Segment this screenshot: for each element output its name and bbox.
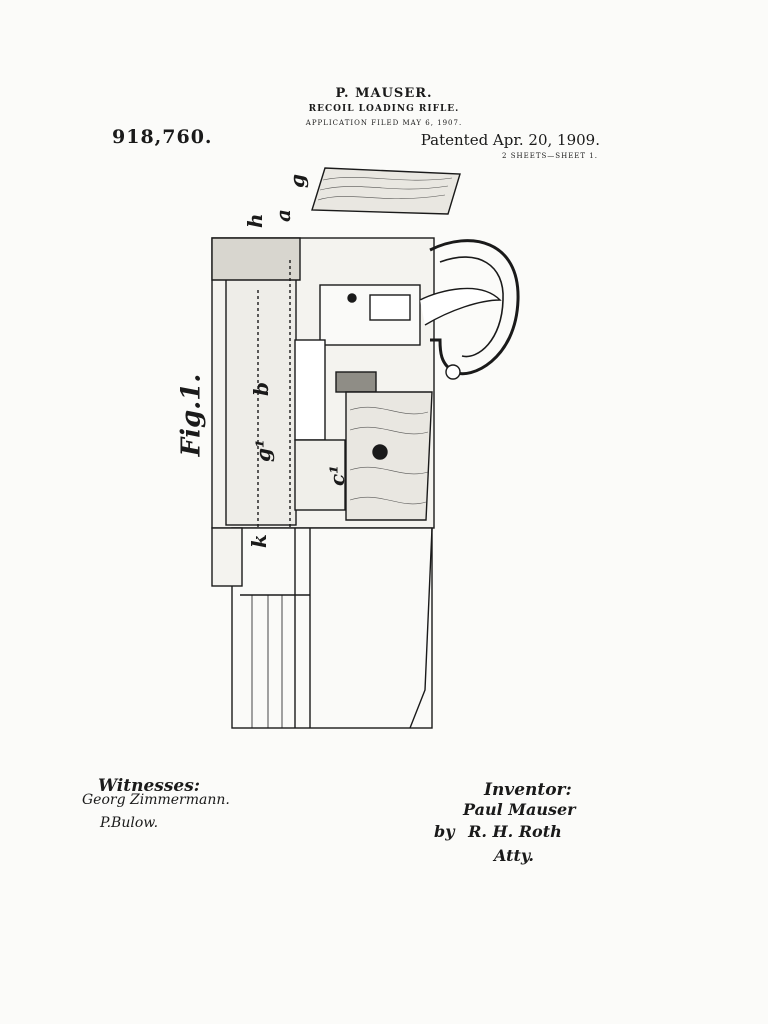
ref-a: a [271, 209, 295, 222]
attorney-signature: R. H. Roth [468, 822, 562, 841]
witness-signature-1: Georg Zimmermann. [82, 792, 230, 808]
stock-outline [311, 167, 461, 215]
patent-number: 918,760. [112, 126, 213, 148]
trigger-guard [429, 239, 520, 376]
application-filed: APPLICATION FILED MAY 6, 1907. [305, 119, 463, 127]
figure-label: Fig.1. [176, 373, 207, 457]
sheet-count: 2 SHEETS—SHEET 1. [502, 152, 598, 160]
invention-title: RECOIL LOADING RIFLE. [308, 104, 460, 114]
ref-k: k [247, 534, 271, 548]
witness-signature-2: P.Bulow. [100, 815, 159, 831]
trigger [419, 287, 502, 326]
ref-g1: g¹ [251, 439, 275, 462]
attorney-line: by R. H. Roth [434, 822, 562, 841]
patentee-name: P. MAUSER. [335, 86, 433, 101]
recoil-spring [335, 371, 377, 393]
ref-c1: c¹ [325, 465, 349, 486]
ref-h: h [243, 213, 267, 228]
barrel-section [231, 527, 433, 729]
patent-date: Patented Apr. 20, 1909. [420, 131, 600, 149]
witnesses-heading: Witnesses: [98, 776, 201, 796]
ref-b: b [249, 382, 273, 396]
atty-label: Atty. [494, 846, 534, 865]
grip-wood [345, 391, 433, 521]
inventor-heading: Inventor: [484, 780, 572, 800]
by-label: by [434, 822, 455, 841]
inventor-signature: Paul Mauser [463, 800, 576, 819]
ref-g: g [285, 174, 309, 188]
